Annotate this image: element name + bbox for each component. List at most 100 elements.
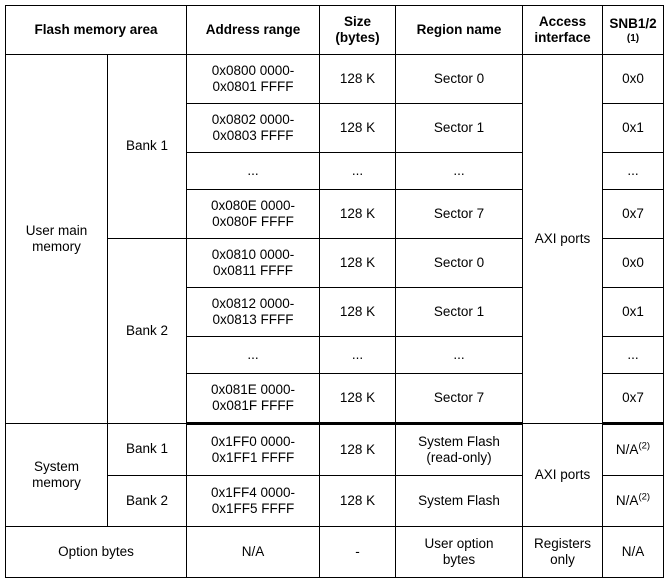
region-line2: (read-only) xyxy=(426,450,492,465)
cell-region-name: ... xyxy=(395,336,523,374)
address-line1: 0x081E 0000- xyxy=(210,381,296,397)
cell-address-range: 0x0800 0000- 0x0801 FFFF xyxy=(186,54,320,104)
cell-size: 128 K xyxy=(319,238,396,288)
area-label-line1: System xyxy=(33,458,79,474)
table-row: User main memory Bank 1 0x0800 0000- 0x0… xyxy=(5,54,664,424)
address-line2: 0x0801 FFFF xyxy=(212,79,294,94)
cell-access-interface-user-main: AXI ports xyxy=(522,54,603,424)
column-header-region-name: Region name xyxy=(395,5,523,55)
cell-size: ... xyxy=(319,336,396,374)
address-line2: 0x1FF5 FFFF xyxy=(211,501,295,516)
cell-snb: 0x1 xyxy=(602,103,664,153)
cell-snb: 0x0 xyxy=(602,238,664,288)
snb-footnote-marker: (2) xyxy=(638,491,651,503)
cell-region-name: Sector 0 xyxy=(395,54,523,104)
address-line1: 0x1FF0 0000- xyxy=(210,433,296,449)
region-line2: bytes xyxy=(442,552,476,567)
cell-snb: 0x1 xyxy=(602,287,664,337)
cell-address-range: 0x080E 0000- 0x080F FFFF xyxy=(186,189,320,239)
address-line1: 0x080E 0000- xyxy=(210,197,296,213)
snb-value: N/A xyxy=(615,441,639,457)
column-header-snb-footnote-marker: (1) xyxy=(626,33,640,45)
cell-address-range: 0x0802 0000- 0x0803 FFFF xyxy=(186,103,320,153)
cell-snb: ... xyxy=(602,336,664,374)
access-line2: only xyxy=(550,552,575,567)
flash-memory-organization-table-wrapper: Flash memory area Address range Size (by… xyxy=(5,5,664,578)
address-line1: 0x1FF4 0000- xyxy=(210,484,296,500)
address-line1: 0x0810 0000- xyxy=(211,246,295,262)
cell-snb: N/A(2) xyxy=(602,475,664,527)
area-label-line1: User main xyxy=(25,222,88,238)
table-row: 0x081E 0000- 0x081F FFFF 128 K Sector 7 … xyxy=(6,373,664,425)
area-label-line2: memory xyxy=(32,475,81,490)
cell-size: 128 K xyxy=(319,189,396,239)
snb-value: N/A xyxy=(615,492,639,508)
cell-address-range: N/A xyxy=(186,526,320,578)
cell-region-name: Sector 1 xyxy=(395,103,523,153)
cell-size: 128 K xyxy=(319,54,396,104)
column-header-address-range: Address range xyxy=(186,5,320,55)
cell-address-range: 0x0810 0000- 0x0811 FFFF xyxy=(186,238,320,288)
column-header-access-line1: Access xyxy=(538,13,587,29)
table-header: Flash memory area Address range Size (by… xyxy=(5,5,664,55)
table-row: 0x080E 0000- 0x080F FFFF 128 K Sector 7 … xyxy=(6,189,664,239)
column-header-snb: SNB1/2 (1) xyxy=(602,5,664,55)
cell-address-range: 0x081E 0000- 0x081F FFFF xyxy=(186,373,320,425)
address-line2: 0x0803 FFFF xyxy=(212,128,294,143)
column-header-access-interface: Access interface xyxy=(522,5,603,55)
cell-snb: 0x7 xyxy=(602,189,664,239)
cell-size: ... xyxy=(319,152,396,190)
cell-snb: N/A(2) xyxy=(602,423,664,476)
table-row: 0x0802 0000- 0x0803 FFFF 128 K Sector 1 … xyxy=(6,103,664,153)
cell-snb: N/A xyxy=(602,526,664,578)
table-row: 0x0812 0000- 0x0813 FFFF 128 K Sector 1 … xyxy=(6,287,664,337)
table-row-ellipsis: ... ... ... ... xyxy=(6,152,664,190)
cell-snb: ... xyxy=(602,152,664,190)
column-header-size: Size (bytes) xyxy=(319,5,396,55)
address-line2: 0x0813 FFFF xyxy=(212,312,294,327)
cell-address-range: ... xyxy=(186,152,320,190)
cell-size: 128 K xyxy=(319,423,396,476)
table-row: Bank 2 0x0810 0000- 0x0811 FFFF 128 K Se… xyxy=(6,238,664,424)
area-label-line2: memory xyxy=(32,239,81,254)
region-line1: System Flash xyxy=(418,433,500,449)
table-row: Bank 2 0x1FF4 0000- 0x1FF5 FFFF 128 K Sy… xyxy=(6,475,664,527)
cell-region-name: Sector 0 xyxy=(395,238,523,288)
column-header-snb-label: SNB1/2 xyxy=(609,15,657,31)
address-line2: 0x081F FFFF xyxy=(212,398,294,413)
table-row: System memory Bank 1 0x1FF0 0000- 0x1FF1… xyxy=(5,423,664,527)
column-header-flash-memory-area: Flash memory area xyxy=(5,5,187,55)
cell-size: 128 K xyxy=(319,103,396,153)
table-row: Option bytes N/A - User option bytes Reg… xyxy=(5,526,664,578)
cell-snb: 0x0 xyxy=(602,54,664,104)
column-header-size-line1: Size xyxy=(343,13,371,29)
column-header-access-line2: interface xyxy=(534,30,591,45)
cell-access-interface-system: AXI ports xyxy=(522,423,603,527)
address-line1: 0x0812 0000- xyxy=(211,295,295,311)
cell-area-user-main-memory: User main memory xyxy=(5,54,108,424)
flash-memory-organization-table: Flash memory area Address range Size (by… xyxy=(5,5,664,578)
cell-area-system-memory: System memory xyxy=(5,423,108,527)
cell-region-name: System Flash (read-only) xyxy=(395,423,523,476)
address-line1: 0x0800 0000- xyxy=(211,62,295,78)
column-header-size-line2: (bytes) xyxy=(335,30,380,45)
address-line2: 0x1FF1 FFFF xyxy=(211,450,295,465)
cell-size: 128 K xyxy=(319,373,396,425)
cell-region-name: ... xyxy=(395,152,523,190)
cell-access-interface-option-bytes: Registers only xyxy=(522,526,603,578)
region-line1: User option xyxy=(424,535,494,551)
cell-address-range: 0x0812 0000- 0x0813 FFFF xyxy=(186,287,320,337)
cell-region-name: System Flash xyxy=(395,475,523,527)
cell-bank-1: Bank 1 xyxy=(107,423,187,476)
cell-bank-2: Bank 2 xyxy=(107,238,187,424)
address-line2: 0x0811 FFFF xyxy=(212,263,294,278)
cell-region-name: Sector 7 xyxy=(395,373,523,425)
cell-address-range: 0x1FF0 0000- 0x1FF1 FFFF xyxy=(186,423,320,476)
table-body: User main memory Bank 1 0x0800 0000- 0x0… xyxy=(5,54,664,578)
cell-bank-1: Bank 1 xyxy=(107,54,187,239)
address-line1: 0x0802 0000- xyxy=(211,111,295,127)
cell-size: - xyxy=(319,526,396,578)
cell-size: 128 K xyxy=(319,287,396,337)
cell-area-option-bytes: Option bytes xyxy=(5,526,187,578)
access-line1: Registers xyxy=(533,535,592,551)
